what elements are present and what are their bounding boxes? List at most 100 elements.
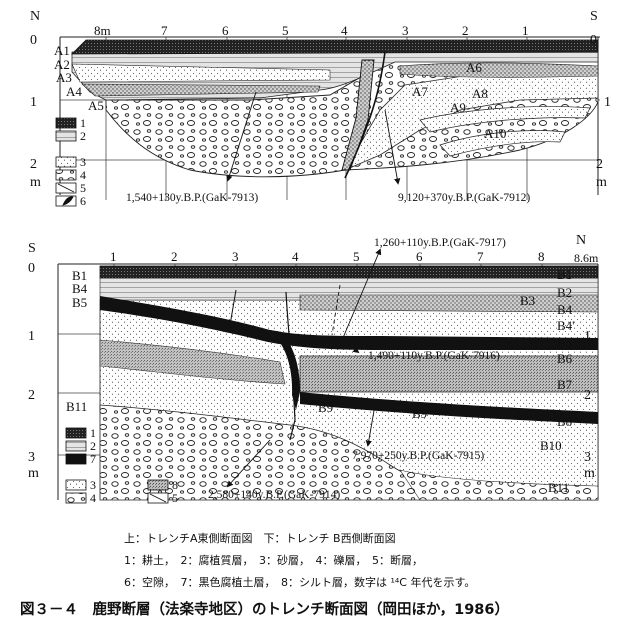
top-depth-right-2: 2	[596, 157, 603, 172]
caption-line-3: 6：空隙， 7：黒色腐植土層， 8：シルト層，数字は ¹⁴C 年代を示す。	[124, 576, 476, 589]
bottom-legend-label-5: 5	[172, 491, 178, 505]
top-layer-label-a2: A2	[54, 57, 70, 72]
bottom-layer-label-b4-left: B4	[72, 281, 88, 296]
top-layer-label-a5: A5	[88, 98, 104, 113]
top-layer-a3	[71, 63, 331, 83]
top-distance-7: 7	[161, 23, 168, 38]
top-depth-left-m: m	[30, 175, 41, 190]
top-legend-label-4: 4	[80, 168, 86, 182]
top-layer-label-a3: A3	[56, 70, 72, 85]
bottom-date-gak7917: 1,260+110y.B.P.(GaK-7917)	[374, 237, 506, 249]
top-lens-a6	[399, 62, 599, 78]
bottom-legend	[65, 427, 169, 504]
top-layer-label-a8: A8	[472, 86, 488, 101]
top-layer-label-a1: A1	[54, 43, 70, 58]
figure-title: 図３－４ 鹿野断層（法楽寺地区）のトレンチ断面図（岡田ほか，1986）	[20, 602, 509, 618]
bottom-date-gak7914: 2,580+140y.B.P.(GaK-7914)	[208, 489, 340, 501]
bottom-legend-label-8: 8	[172, 478, 178, 492]
top-depth-right-0: 0	[590, 33, 597, 48]
bottom-black-fault-drag	[270, 330, 300, 410]
bottom-layer-label-b3-right: B3	[520, 293, 535, 308]
top-topsoil	[71, 39, 599, 55]
bottom-distance-7: 7	[477, 249, 484, 264]
trench-a-section	[55, 36, 600, 207]
top-layer-a4	[81, 83, 321, 97]
bottom-distance-5: 5	[353, 249, 360, 264]
bottom-depth-left-0: 0	[28, 261, 35, 276]
bottom-legend-label-4: 4	[90, 491, 96, 505]
top-distance-4: 4	[341, 23, 348, 38]
bottom-date-gak7915: 7,970+250y.B.P.(GaK-7915)	[352, 450, 484, 462]
top-date-gak7913: 1,540+130y.B.P.(GaK-7913)	[126, 192, 258, 204]
bottom-distance-1: 1	[110, 249, 117, 264]
bottom-depth-right-m: m	[584, 466, 595, 481]
bottom-layer-label-b10-right: B10	[540, 438, 562, 453]
top-layer-label-a10: A10	[484, 126, 506, 141]
bottom-corner-right: N	[576, 233, 586, 248]
bottom-distance-8: 8	[538, 249, 545, 264]
top-legend-label-1: 1	[80, 116, 86, 130]
top-depth-right-m: m	[596, 175, 607, 190]
bottom-legend-label-1: 1	[90, 426, 96, 440]
top-legend-label-3: 3	[80, 155, 86, 169]
bottom-distance-4: 4	[292, 249, 299, 264]
bottom-layer-label-b9-b: B9	[412, 406, 427, 421]
top-distance-5: 5	[282, 23, 289, 38]
bottom-layer-label-b6-right: B6	[557, 351, 573, 366]
bottom-layer-label-b8-right: B8	[557, 414, 572, 429]
bottom-layer-label-b11-right: B11	[548, 480, 569, 495]
top-date-gak7912: 9,120+370y.B.P.(GaK-7912)	[398, 192, 530, 204]
top-depth-left-2: 2	[30, 157, 37, 172]
top-depth-right-1: 1	[604, 95, 611, 110]
bottom-dense-b3	[299, 294, 599, 313]
top-distance-2: 2	[462, 23, 469, 38]
bottom-black-b8	[300, 392, 598, 424]
top-legend-label-2: 2	[80, 129, 86, 143]
top-depth-left-1: 1	[30, 95, 37, 110]
top-distance-8m: 8m	[94, 23, 111, 38]
top-layer-label-a7: A7	[412, 84, 428, 99]
top-legend-label-6: 6	[80, 194, 86, 208]
bottom-layer-label-b5-left: B5	[72, 295, 87, 310]
top-lens-a10	[439, 130, 566, 157]
bottom-depth-right-1: 1	[584, 329, 591, 344]
caption-line-2: 1：耕土， 2：腐植質層， 3：砂層， 4：礫層， 5：断層，	[124, 554, 423, 567]
bottom-layer-label-b1-right: B1	[557, 267, 572, 282]
top-lens-a8	[419, 106, 591, 133]
bottom-layer-label-b9-a: B9	[318, 400, 333, 415]
bottom-silt-b7	[299, 355, 599, 393]
bottom-distance-3: 3	[232, 249, 239, 264]
bottom-date-gak7916: 1,490+110y.B.P.(GaK-7916)	[368, 350, 500, 362]
bottom-legend-label-2: 2	[90, 439, 96, 453]
bottom-topsoil	[99, 265, 599, 279]
top-layer-label-a6: A6	[466, 60, 482, 75]
top-distance-6: 6	[222, 23, 229, 38]
bottom-layer-label-b4-right: B4	[557, 302, 573, 317]
bottom-gravel-right	[399, 469, 599, 501]
top-sand-wedge	[344, 71, 599, 171]
top-distance-3: 3	[402, 23, 409, 38]
bottom-depth-left-m: m	[28, 466, 39, 481]
bottom-legend-label-3: 3	[90, 478, 96, 492]
bottom-depth-right-2: 2	[584, 388, 591, 403]
top-depth-left-0: 0	[30, 33, 37, 48]
bottom-layer-label-b2-right: B2	[557, 285, 572, 300]
trench-b-section	[57, 248, 599, 504]
bottom-fault-line	[285, 291, 296, 441]
bottom-depth-left-3: 3	[28, 450, 35, 465]
top-layer-label-a4: A4	[66, 84, 82, 99]
bottom-silt-left	[99, 339, 286, 385]
top-layer-label-a9: A9	[450, 100, 466, 115]
bottom-distance-2: 2	[171, 249, 178, 264]
bottom-legend-label-7: 7	[90, 452, 96, 466]
top-fault-line	[344, 51, 386, 179]
bottom-depth-right-3: 3	[584, 450, 591, 465]
bottom-layer-label-b4prime-right: B4'	[557, 318, 575, 333]
bottom-layer-label-b1-left: B1	[72, 268, 87, 283]
bottom-depth-left-2: 2	[28, 388, 35, 403]
caption-line-1: 上：トレンチA東側断面図 下：トレンチ B西側断面図	[124, 532, 396, 545]
top-distance-1: 1	[522, 23, 529, 38]
bottom-layer-label-b7-right: B7	[557, 377, 573, 392]
top-legend-label-5: 5	[80, 181, 86, 195]
